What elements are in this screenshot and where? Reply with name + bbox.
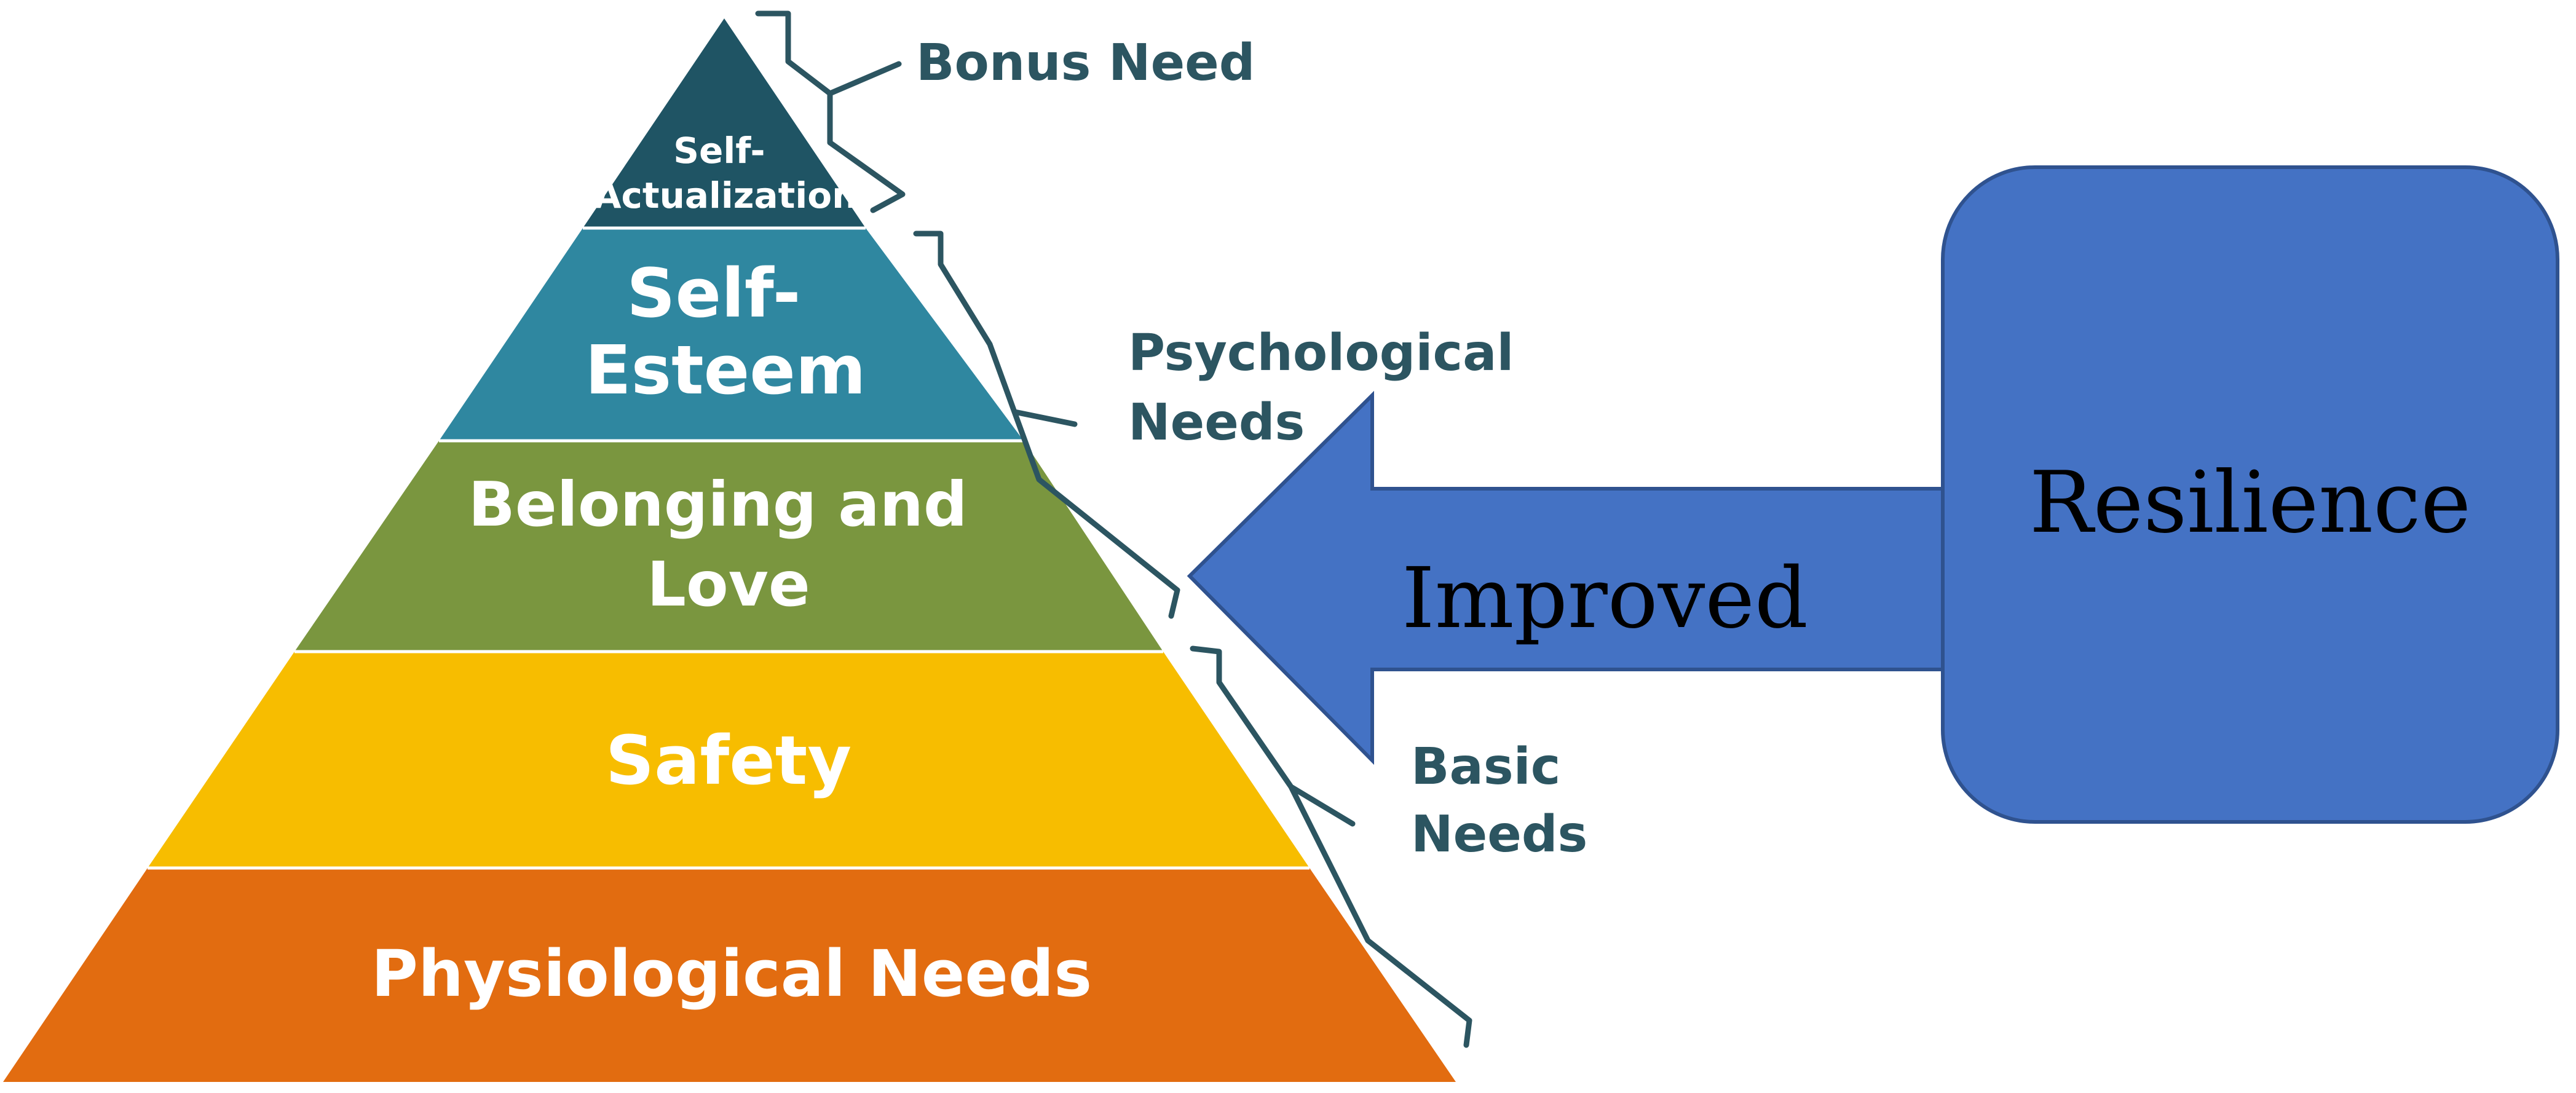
tier-label-self-actualization: Self- Actualization [594,130,858,216]
group-label-basic-needs: Basic Needs [1411,738,1587,864]
resilience-label: Resilience [2029,453,2471,552]
tier-label-safety: Safety [606,721,851,800]
tier-label-belonging-and-love: Belonging and Love [468,468,989,620]
resilience-box [1941,165,2559,824]
tier-dividers [148,226,1310,870]
tier-label-self-esteem: Self- Esteem [585,254,866,409]
tier-self-esteem [439,228,1024,441]
bracket-psychological-needs [913,231,1180,619]
tier-label-physiological-needs: Physiological Needs [371,936,1092,1011]
group-label-bonus-need: Bonus Need [916,34,1255,92]
group-labels: Bonus Need Psychological Needs Basic Nee… [916,34,1587,864]
bracket-bonus-need [755,10,906,213]
tier-safety [148,652,1310,868]
group-label-psychological-needs: Psychological Needs [1128,324,1531,452]
tier-belonging-and-love [294,441,1163,652]
improved-label: Improved [1402,550,1808,647]
bracket-basic-needs [1190,645,1472,1048]
pyramid: Self- Actualization Self- Esteem Belongi… [3,18,1456,1082]
tier-self-actualization [583,18,866,228]
group-brackets [755,10,1472,1048]
tier-physiological-needs [3,868,1456,1082]
